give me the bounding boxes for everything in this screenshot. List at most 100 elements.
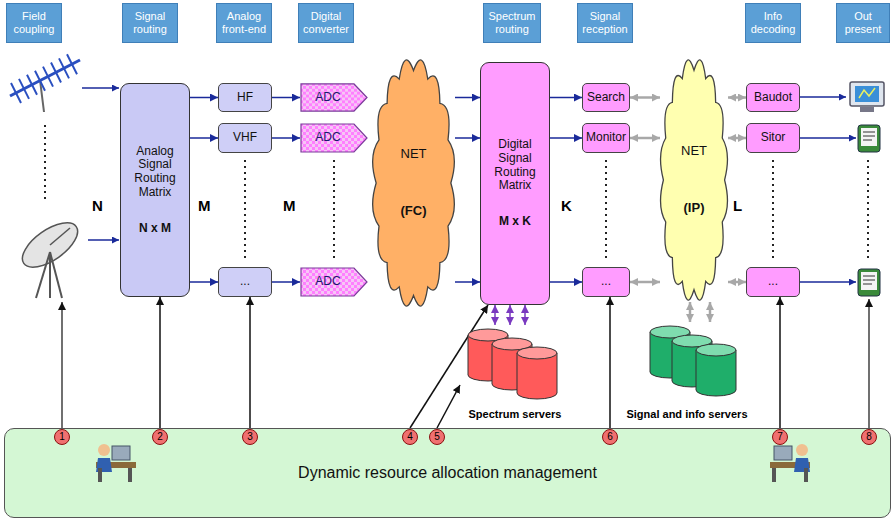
column-header: Info decoding xyxy=(745,3,801,43)
node-text: VHF xyxy=(219,131,271,145)
front-end-box: ... xyxy=(218,267,272,297)
antenna-feed-arrow xyxy=(82,88,119,240)
output-arrow xyxy=(800,97,856,282)
node-text: ... xyxy=(219,275,271,289)
node-text: M x K xyxy=(481,215,549,229)
front-end-box: HF xyxy=(218,83,272,112)
cloud-shape xyxy=(372,58,455,308)
header-text: Info decoding xyxy=(746,10,800,35)
count-label: M xyxy=(283,198,296,213)
node-text: Dynamic resource allocation management xyxy=(5,464,890,482)
column-header: Signal routing xyxy=(122,3,178,43)
connector-arrow xyxy=(190,137,218,139)
count-label: K xyxy=(561,198,572,213)
computer-icon xyxy=(850,82,884,112)
connector-arrow xyxy=(709,302,712,322)
node-text: HF xyxy=(219,91,271,105)
header-text: Signal reception xyxy=(578,10,632,35)
connector-arrow xyxy=(455,97,480,99)
connector-arrow xyxy=(272,137,300,139)
column-header: Digital converter xyxy=(298,3,354,43)
connector-arrow xyxy=(609,297,611,428)
callout-number: 6 xyxy=(602,429,618,445)
connector-arrow xyxy=(455,281,480,283)
front-end-box: VHF xyxy=(218,123,272,153)
connector-arrow xyxy=(190,97,218,99)
column-header: Field coupling xyxy=(6,3,62,43)
connector-arrow xyxy=(689,302,692,322)
callout-number: 4 xyxy=(402,429,418,445)
receiver-box: Monitor xyxy=(582,123,630,153)
node-text: ADC xyxy=(300,91,356,105)
column-header: Signal reception xyxy=(577,3,633,43)
header-text: Spectrum routing xyxy=(484,10,540,35)
node-text: ... xyxy=(747,275,799,289)
node-text: Search xyxy=(583,91,629,105)
node-text: ... xyxy=(583,275,629,289)
column-header: Spectrum routing xyxy=(483,3,541,43)
node-text: Monitor xyxy=(583,131,629,145)
yagi-antenna xyxy=(10,54,80,112)
decoder-box: Baudot xyxy=(746,83,800,112)
node-text: Sitor xyxy=(747,131,799,145)
connector-arrow xyxy=(455,137,480,139)
connector-arrow xyxy=(437,385,460,428)
callout-number: 2 xyxy=(152,429,168,445)
header-text: Out present xyxy=(837,10,889,35)
network-cloud: NET (FC) xyxy=(372,58,455,308)
decoder-box: Sitor xyxy=(746,123,800,153)
node-text: Signal and info servers xyxy=(620,408,754,421)
node-text: Digital Signal Routing Matrix xyxy=(481,138,549,193)
callout-number: 1 xyxy=(54,429,70,445)
adc-box: ADC xyxy=(300,267,368,297)
node-text: ADC xyxy=(300,275,356,289)
header-text: Digital converter xyxy=(299,10,353,35)
connector-arrow xyxy=(249,297,251,428)
connector-arrow xyxy=(728,281,746,284)
connector-arrow xyxy=(509,305,511,325)
connector-arrow xyxy=(524,305,526,325)
callout-number: 3 xyxy=(242,429,258,445)
routing-matrix: Analog Signal Routing Matrix N x M xyxy=(120,83,190,297)
node-text: Analog Signal Routing Matrix xyxy=(121,145,189,200)
node-text: (FC) xyxy=(372,204,455,219)
server-stack: Spectrum servers xyxy=(460,325,570,421)
connector-arrow xyxy=(272,281,300,283)
column-header: Analog front-end xyxy=(216,3,272,43)
server-stack: Signal and info servers xyxy=(620,322,754,421)
node-text: Spectrum servers xyxy=(460,408,570,421)
connector-arrow xyxy=(190,281,218,283)
connector-arrow xyxy=(272,97,300,99)
header-text: Signal routing xyxy=(123,10,177,35)
connector-arrow xyxy=(550,97,582,99)
connector-arrow xyxy=(550,137,582,139)
node-text: NET xyxy=(372,147,455,162)
management-band: Dynamic resource allocation management xyxy=(4,428,891,518)
leader-arrow xyxy=(62,299,869,428)
callout-number: 7 xyxy=(772,429,788,445)
count-label: L xyxy=(733,198,742,213)
connector-arrow xyxy=(779,297,781,428)
receiver-box: Search xyxy=(582,83,630,112)
decoder-box: ... xyxy=(746,267,800,297)
connector-arrow xyxy=(630,281,660,284)
node-text: N x M xyxy=(121,222,189,236)
connector-arrow xyxy=(630,137,660,140)
dish-antenna xyxy=(15,214,85,298)
header-text: Analog front-end xyxy=(217,10,271,35)
count-label: M xyxy=(198,198,211,213)
adc-box: ADC xyxy=(300,83,368,112)
network-cloud: NET(IP) xyxy=(660,58,728,302)
connector-arrow xyxy=(630,96,660,99)
count-label: N xyxy=(92,198,103,213)
column-header: Out present xyxy=(836,3,890,43)
node-text: ADC xyxy=(300,131,356,145)
connector-arrow xyxy=(159,297,161,428)
node-text: (IP) xyxy=(660,201,728,216)
node-text: Baudot xyxy=(747,91,799,105)
routing-matrix: Digital Signal Routing Matrix M x K xyxy=(480,62,550,305)
header-text: Field coupling xyxy=(7,10,61,35)
adc-box: ADC xyxy=(300,123,368,153)
terminal-icon xyxy=(858,125,880,296)
connector-arrow xyxy=(728,96,746,99)
